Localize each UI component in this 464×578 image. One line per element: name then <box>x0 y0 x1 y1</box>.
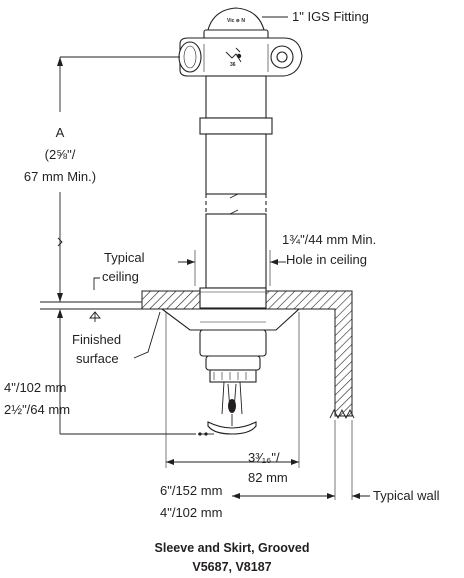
depth-max-label: 4"/102 mm <box>4 380 66 395</box>
dimension-a: A (2⅝"/ 67 mm Min.) <box>24 56 180 303</box>
hole-label-2: Hole in ceiling <box>286 252 367 267</box>
dim-a-label: A <box>56 125 65 140</box>
radius-dimension: 3³⁄₁₆"/ 82 mm <box>165 312 300 485</box>
radius-label-1: 3³⁄₁₆"/ <box>248 450 280 465</box>
finished-surface-callout: Finished surface <box>40 308 161 366</box>
caption-models: V5687, V8187 <box>192 560 271 574</box>
svg-text:36: 36 <box>230 62 236 68</box>
drop-pipe <box>199 75 273 289</box>
igs-fitting: Vic ⊕ N 36 <box>178 7 303 77</box>
svg-text:Vic ⊕ N: Vic ⊕ N <box>227 18 245 24</box>
wall-dimension: 6"/152 mm 4"/102 mm Typical wall <box>160 420 440 520</box>
typical-wall-label: Typical wall <box>373 488 440 503</box>
radius-label-2: 82 mm <box>248 470 288 485</box>
typical-ceiling-label-1: Typical <box>104 250 145 265</box>
caption: Sleeve and Skirt, Grooved V5687, V8187 <box>155 541 310 574</box>
dim-a-value: (2⅝"/ <box>45 147 76 162</box>
igs-fitting-label: 1" IGS Fitting <box>292 9 369 24</box>
hole-label-1: 1¾"/44 mm Min. <box>282 232 376 247</box>
typical-ceiling-label-2: ceiling <box>102 269 139 284</box>
caption-title: Sleeve and Skirt, Grooved <box>155 541 310 555</box>
finished-surface-label-2: surface <box>76 351 119 366</box>
finished-surface-label-1: Finished <box>72 332 121 347</box>
typical-ceiling-callout: Typical ceiling <box>93 250 145 290</box>
sleeve-and-skirt <box>160 287 301 357</box>
dim-a-min: 67 mm Min.) <box>24 169 96 184</box>
wall-min-label: 4"/102 mm <box>160 505 222 520</box>
igs-fitting-callout: 1" IGS Fitting <box>262 9 369 24</box>
wall-max-label: 6"/152 mm <box>160 483 222 498</box>
depth-min-label: 2½"/64 mm <box>4 402 70 417</box>
sprinkler-head <box>198 355 261 436</box>
hole-dimension: 1¾"/44 mm Min. Hole in ceiling <box>178 232 376 286</box>
depth-dimension: 4"/102 mm 2½"/64 mm <box>4 309 196 435</box>
